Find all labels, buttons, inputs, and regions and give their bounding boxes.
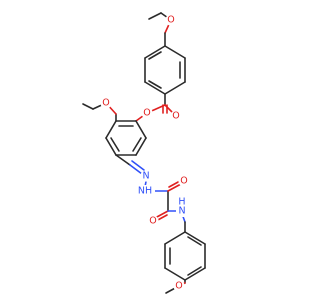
bond (144, 45, 166, 59)
svg-text:O: O (172, 111, 179, 122)
svg-text:O: O (102, 98, 109, 109)
atom-label-amide-n: N (176, 205, 188, 217)
bond (131, 160, 145, 171)
bond (148, 51, 162, 60)
atom-label-ester-carbonyl-o: O (170, 110, 182, 122)
bond (148, 80, 162, 89)
bond (164, 81, 186, 95)
bond (184, 231, 206, 245)
svg-text:O: O (143, 108, 150, 119)
atom-label-hydrazone-n1: N (140, 170, 152, 182)
bond (167, 183, 182, 192)
bond (105, 120, 117, 139)
bond (154, 210, 169, 219)
bond (135, 137, 147, 156)
bond (129, 164, 143, 175)
bond (187, 266, 202, 276)
svg-text:O: O (180, 176, 187, 187)
atom-label-hydrazone-nh: NH (135, 185, 155, 197)
bond (132, 137, 142, 152)
bond (115, 154, 131, 166)
svg-text:O: O (175, 281, 182, 292)
atom-label-oxalyl-o1: O (178, 175, 190, 187)
bond (164, 231, 186, 245)
atom-label-oxalyl-o2: O (147, 215, 159, 227)
svg-text:N: N (178, 206, 185, 217)
bond (164, 45, 186, 59)
svg-text:N: N (142, 171, 149, 182)
bond (144, 81, 166, 95)
bond (82, 103, 94, 110)
bond (184, 267, 206, 281)
chemical-structure-diagram: O O O O N NH O O H NH N O (82, 12, 206, 294)
svg-text:H: H (178, 197, 185, 208)
svg-text:NH: NH (138, 186, 152, 197)
svg-text:O: O (167, 15, 174, 26)
bond (164, 267, 186, 281)
atom-label-methoxy-o: O (173, 280, 185, 292)
bond (187, 236, 202, 246)
bond (110, 137, 120, 152)
atom-label-ester-o: O (141, 107, 153, 119)
bond (135, 120, 147, 139)
bond (148, 12, 162, 20)
bond (168, 180, 181, 188)
atom-label-ethoxy-top-o: O (165, 14, 177, 26)
svg-text:O: O (149, 216, 156, 227)
bond (105, 137, 117, 156)
atom-label-ethoxy-mid-o: O (100, 97, 112, 109)
